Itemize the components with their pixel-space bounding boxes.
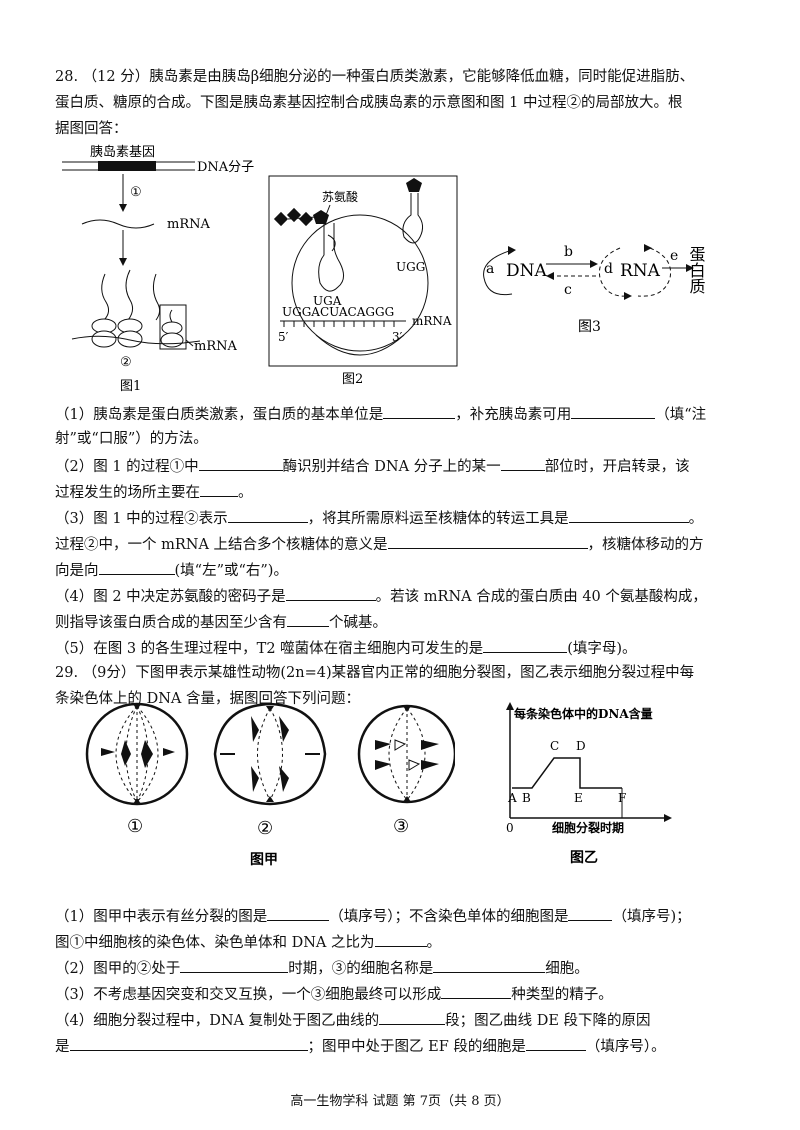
step-2: ② [120, 355, 132, 370]
mrna-label-1: mRNA [167, 217, 210, 232]
figure-2: 苏氨酸 UGA UGG UGGACUACAGGG mRNA 5′ 3′ 图2 [268, 175, 458, 387]
rna-node: RNA [620, 261, 661, 281]
mrna-label-2: mRNA [194, 339, 237, 354]
anticodon-left: UGA [313, 294, 342, 308]
q29-question-3: （3）不考虑基因突变和交叉互换，一个③细胞最终可以形成种类型的精子。 [55, 982, 760, 1006]
figure-1: 胰岛素基因 DNA分子 ① mRNA mRNA ② 图1 [62, 144, 254, 394]
label-a: a [486, 261, 494, 277]
q29-stem-line-1: 29. （9分）下图甲表示某雄性动物(2n=4)某器官内正常的细胞分裂图，图乙表… [55, 665, 695, 681]
point-label-b: B [522, 791, 531, 805]
point-label-d: D [576, 739, 586, 753]
fig1-caption: 图1 [120, 379, 141, 394]
dna-content-line [512, 757, 622, 789]
end-3: 3′ [392, 330, 403, 344]
q28-question-1: （1）胰岛素是蛋白质类激素，蛋白质的基本单位是，补充胰岛素可用（填“注 [55, 402, 760, 426]
dna-label: DNA分子 [197, 160, 254, 175]
label-b: b [564, 244, 573, 260]
q29-question-1-cont: 图①中细胞核的染色体、染色单体和 DNA 之比为。 [55, 930, 760, 954]
origin-label: 0 [506, 821, 514, 835]
end-5: 5′ [278, 330, 289, 344]
q28-stem-line-3: 据图回答： [55, 121, 128, 137]
point-label-c: C [550, 739, 559, 753]
fig-jia-caption: 图甲 [250, 852, 278, 868]
fig2-caption: 图2 [342, 372, 363, 387]
q28-question-2: （2）图 1 的过程①中酶识别并结合 DNA 分子上的某一部位时，开启转录，该 [55, 454, 760, 478]
threonine-label: 苏氨酸 [322, 189, 358, 204]
y-axis-label: 每条染色体中的DNA含量 [514, 706, 653, 721]
fig-yi-caption: 图乙 [570, 850, 598, 866]
cell-2 [213, 702, 327, 806]
dna-node: DNA [506, 261, 548, 281]
anticodon-right: UGG [396, 260, 425, 274]
gene-label: 胰岛素基因 [90, 144, 155, 160]
cell-3-label: ③ [393, 816, 409, 837]
cell-1 [85, 702, 189, 806]
mrna-ticks [283, 321, 395, 327]
figure-yi-chart: 每条染色体中的DNA含量 0 细胞分裂时期 ABCDEF 图乙 [506, 702, 672, 866]
q28-question-3-cont2: 向是向(填“左”或“右”)。 [55, 558, 760, 582]
q28-question-5: （5）在图 3 的各生理过程中，T2 噬菌体在宿主细胞内可发生的是(填字母)。 [55, 636, 760, 660]
q29-question-1: （1）图甲中表示有丝分裂的图是（填序号）；不含染色单体的细胞图是（填序号)； [55, 904, 760, 928]
q28-stem-line-2: 蛋白质、糖原的合成。下图是胰岛素基因控制合成胰岛素的示意图和图 1 中过程②的局… [55, 95, 683, 111]
cell-3 [357, 704, 455, 804]
cell-2-label: ② [257, 818, 273, 839]
cell-1-label: ① [127, 816, 143, 837]
q28-stem-line-1: 28. （12 分）胰岛素是由胰岛β细胞分泌的一种蛋白质类激素，它能够降低血糖，… [55, 69, 695, 85]
label-e: e [670, 248, 678, 264]
point-label-e: E [574, 791, 583, 805]
protein-node: 蛋白质 [687, 246, 706, 294]
q28-question-2-cont: 过程发生的场所主要在。 [55, 480, 760, 504]
gene-segment [98, 161, 156, 171]
page-footer: 高一生物学科 试题 第 7页（共 8 页） [290, 1094, 510, 1109]
fig3-caption: 图3 [578, 319, 601, 335]
q28-question-1-cont: 射”或“口服”）的方法。 [55, 431, 208, 447]
q29-question-4-cont: 是；图甲中处于图乙 EF 段的细胞是（填序号）。 [55, 1034, 760, 1058]
q28-question-4: （4）图 2 中决定苏氨酸的密码子是。若该 mRNA 合成的蛋白质由 40 个氨… [55, 584, 760, 608]
q28-question-4-cont: 则指导该蛋白质合成的基因至少含有个碱基。 [55, 610, 760, 634]
step-1: ① [130, 185, 142, 200]
q28-question-3: （3）图 1 中的过程②表示，将其所需原料运至核糖体的转运工具是。 [55, 506, 760, 530]
fig2-mrna-label: mRNA [412, 314, 452, 328]
label-c: c [564, 282, 572, 298]
mrna-sequence: UGGACUACAGGG [282, 305, 394, 319]
figure-3: a DNA b c d RNA e 蛋白质 图3 [483, 244, 706, 335]
q29-question-4: （4）细胞分裂过程中，DNA 复制处于图乙曲线的段；图乙曲线 DE 段下降的原因 [55, 1008, 760, 1032]
point-label-a: A [507, 791, 517, 805]
x-axis-label: 细胞分裂时期 [552, 820, 624, 835]
q29-stem-line-2: 条染色体上的 DNA 含量，据图回答下列问题： [55, 691, 361, 707]
label-d: d [604, 261, 613, 277]
figure-jia: ① ② ③ [85, 702, 455, 868]
q28-question-3-cont: 过程②中，一个 mRNA 上结合多个核糖体的意义是，核糖体移动的方 [55, 532, 760, 556]
q29-question-2: （2）图甲的②处于时期，③的细胞名称是细胞。 [55, 956, 760, 980]
